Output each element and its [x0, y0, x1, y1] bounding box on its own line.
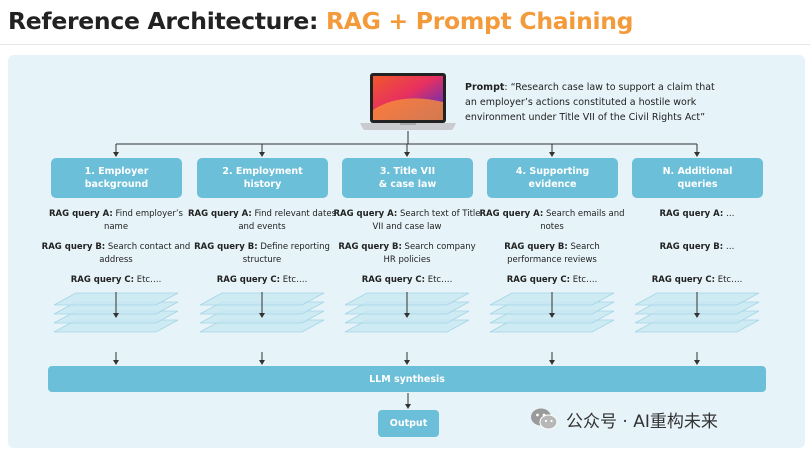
title-main: Reference Architecture: — [8, 7, 326, 35]
prompt-body: : “Research case law to support a claim … — [465, 82, 715, 123]
prompt-text: Prompt: “Research case law to support a … — [465, 80, 725, 125]
llm-synthesis-box: LLM synthesis — [48, 366, 766, 392]
rag-query-3-b: RAG query B: Search company HR policies — [332, 241, 482, 266]
category-box-4: 4. Supporting evidence — [487, 158, 618, 198]
rag-query-1-a: RAG query A: Find employer’s name — [41, 208, 191, 233]
rag-query-4-b: RAG query B: Search performance reviews — [477, 241, 627, 266]
rag-query-2-b: RAG query B: Define reporting structure — [187, 241, 337, 266]
wechat-icon — [531, 408, 558, 430]
rag-query-name: RAG query C: — [361, 275, 425, 285]
rag-query-name: RAG query A: — [188, 209, 252, 219]
rag-query-4-a: RAG query A: Search emails and notes — [477, 208, 627, 233]
rag-query-3-c: RAG query C: Etc…. — [332, 274, 482, 287]
rag-query-text: … — [723, 209, 735, 219]
rag-query-text: Find relevant dates and events — [238, 209, 336, 232]
rag-query-3-a: RAG query A: Search text of Title VII an… — [332, 208, 482, 233]
rag-query-text: Search performance reviews — [507, 242, 600, 265]
rag-query-text: Etc…. — [280, 275, 308, 285]
rag-query-name: RAG query A: — [49, 209, 113, 219]
laptop-icon — [360, 73, 456, 130]
rag-query-2-a: RAG query A: Find relevant dates and eve… — [187, 208, 337, 233]
rag-query-name: RAG query A: — [333, 209, 398, 219]
rag-query-name: RAG query B: — [194, 242, 258, 252]
rag-query-text: Search company HR policies — [383, 242, 476, 265]
rag-query-text: … — [723, 242, 735, 252]
rag-query-name: RAG query C: — [506, 275, 570, 285]
rag-query-name: RAG query C: — [70, 275, 134, 285]
watermark-text: 公众号 · AI重构未来 — [566, 411, 718, 432]
rag-query-name: RAG query C: — [651, 275, 715, 285]
watermark: 公众号 · AI重构未来 — [530, 404, 718, 434]
output-box: Output — [378, 410, 439, 437]
rag-query-text: Etc…. — [425, 275, 453, 285]
rag-query-5-b: RAG query B: … — [622, 241, 772, 254]
header-divider — [0, 44, 810, 45]
category-box-2: 2. Employment history — [197, 158, 328, 198]
rag-query-text: Etc…. — [134, 275, 162, 285]
rag-query-text: Etc…. — [715, 275, 743, 285]
rag-query-name: RAG query B: — [659, 242, 724, 252]
rag-query-text: Search text of Title VII and case law — [372, 209, 481, 232]
rag-query-5-a: RAG query A: … — [622, 208, 772, 221]
rag-query-name: RAG query A: — [659, 209, 724, 219]
category-box-3: 3. Title VII & case law — [342, 158, 473, 198]
rag-query-name: RAG query B: — [338, 242, 402, 252]
rag-query-4-c: RAG query C: Etc…. — [477, 274, 627, 287]
rag-query-name: RAG query B: — [41, 242, 106, 252]
rag-query-text: Define reporting structure — [242, 242, 330, 265]
rag-query-5-c: RAG query C: Etc…. — [622, 274, 772, 287]
category-box-5: N. Additional queries — [632, 158, 763, 198]
rag-query-name: RAG query B: — [504, 242, 568, 252]
category-box-1: 1. Employer background — [51, 158, 182, 198]
rag-query-text: Etc…. — [570, 275, 598, 285]
rag-query-1-b: RAG query B: Search contact and address — [41, 241, 191, 266]
rag-query-text: Search contact and address — [99, 242, 191, 265]
title-accent: RAG + Prompt Chaining — [325, 7, 634, 35]
rag-query-1-c: RAG query C: Etc…. — [41, 274, 191, 287]
rag-query-text: Search emails and notes — [540, 209, 625, 232]
page-title: Reference Architecture: RAG + Prompt Cha… — [8, 3, 634, 39]
rag-query-text: Find employer’s name — [103, 209, 183, 232]
rag-query-name: RAG query A: — [479, 209, 544, 219]
rag-query-name: RAG query C: — [216, 275, 280, 285]
prompt-label: Prompt — [465, 82, 505, 93]
rag-query-2-c: RAG query C: Etc…. — [187, 274, 337, 287]
